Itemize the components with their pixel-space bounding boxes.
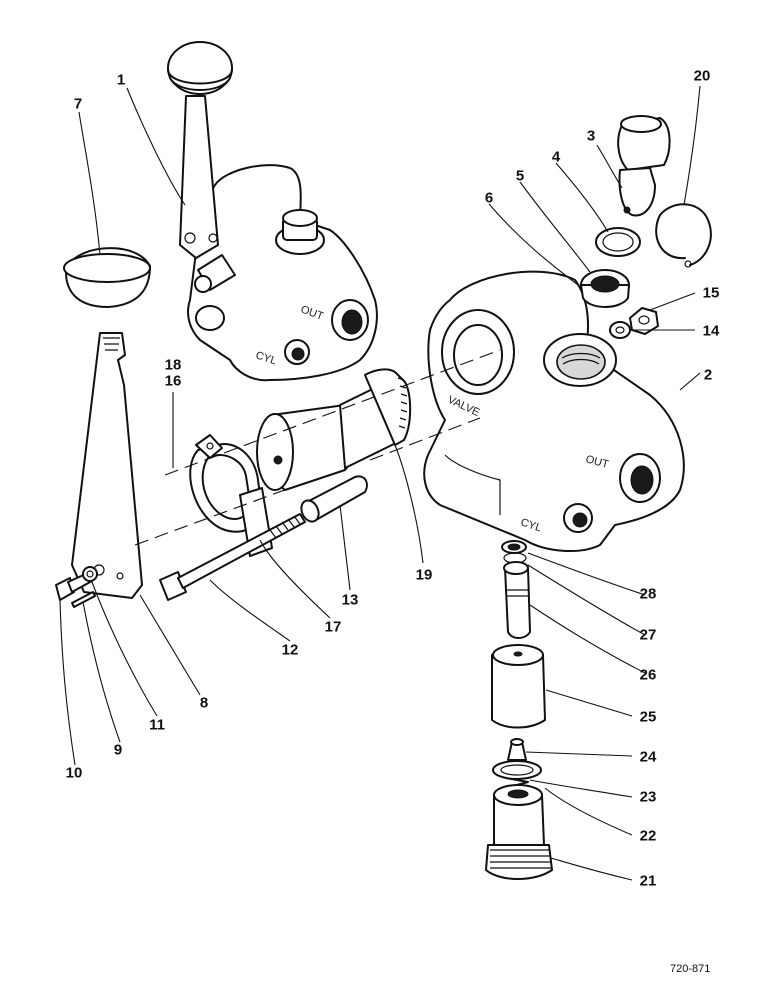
callout-7: 7 xyxy=(73,95,83,113)
part-7-knob xyxy=(63,247,151,308)
callout-24: 24 xyxy=(639,748,657,766)
part-4-seal-ring xyxy=(595,227,641,257)
callout-19: 19 xyxy=(415,566,433,584)
callout-28: 28 xyxy=(639,585,657,603)
part-25-cap xyxy=(491,644,546,729)
callout-9: 9 xyxy=(113,741,123,759)
callout-12: 12 xyxy=(281,641,299,659)
part-22-seal xyxy=(492,760,542,780)
callout-5: 5 xyxy=(515,167,525,185)
callout-14: 14 xyxy=(702,322,720,340)
assembly-axis-upper xyxy=(164,349,501,476)
callout-3: 3 xyxy=(586,127,596,145)
callout-17: 17 xyxy=(324,618,342,636)
callout-21: 21 xyxy=(639,872,657,890)
assembled-valve-small: OUT CYL xyxy=(167,41,378,382)
callout-4: 4 xyxy=(551,148,561,166)
part-20-circlip xyxy=(655,203,712,268)
callout-10: 10 xyxy=(65,764,83,782)
callout-23: 23 xyxy=(639,788,657,806)
parts-9-10-11-fasteners xyxy=(55,566,98,608)
main-valve-out-marking: OUT xyxy=(584,453,610,471)
part-3-relief-plug xyxy=(617,115,671,217)
callout-15: 15 xyxy=(702,284,720,302)
part-21-adjuster-body xyxy=(485,784,553,880)
callout-11: 11 xyxy=(149,716,165,734)
assembly-axis-lower xyxy=(134,487,291,546)
callout-18: 18 xyxy=(164,356,182,374)
drawing-reference-number: 720-871 xyxy=(670,963,711,975)
part-5-seat xyxy=(580,269,630,308)
part-8-lever xyxy=(71,332,143,599)
part-19-spool xyxy=(256,368,412,491)
callout-22: 22 xyxy=(639,827,657,845)
callout-13: 13 xyxy=(341,591,359,609)
part-12-bolt xyxy=(159,513,306,601)
part-14-washer xyxy=(609,321,631,339)
callout-25: 25 xyxy=(639,708,657,726)
callout-26: 26 xyxy=(639,666,657,684)
callout-8: 8 xyxy=(199,694,209,712)
callout-27: 27 xyxy=(639,626,657,644)
part-13-sleeve xyxy=(300,475,368,523)
part-2-valve-body: OUT CYL VALVE xyxy=(423,270,685,552)
leader-lines xyxy=(59,85,701,881)
callout-2: 2 xyxy=(703,366,713,384)
callout-16: 16 xyxy=(164,372,182,390)
callout-1: 1 xyxy=(116,71,126,89)
callout-20: 20 xyxy=(693,67,711,85)
callout-6: 6 xyxy=(484,189,494,207)
part-24-valve-pin xyxy=(507,738,527,761)
part-26-plunger xyxy=(503,561,531,639)
part-28-washer xyxy=(501,540,527,554)
